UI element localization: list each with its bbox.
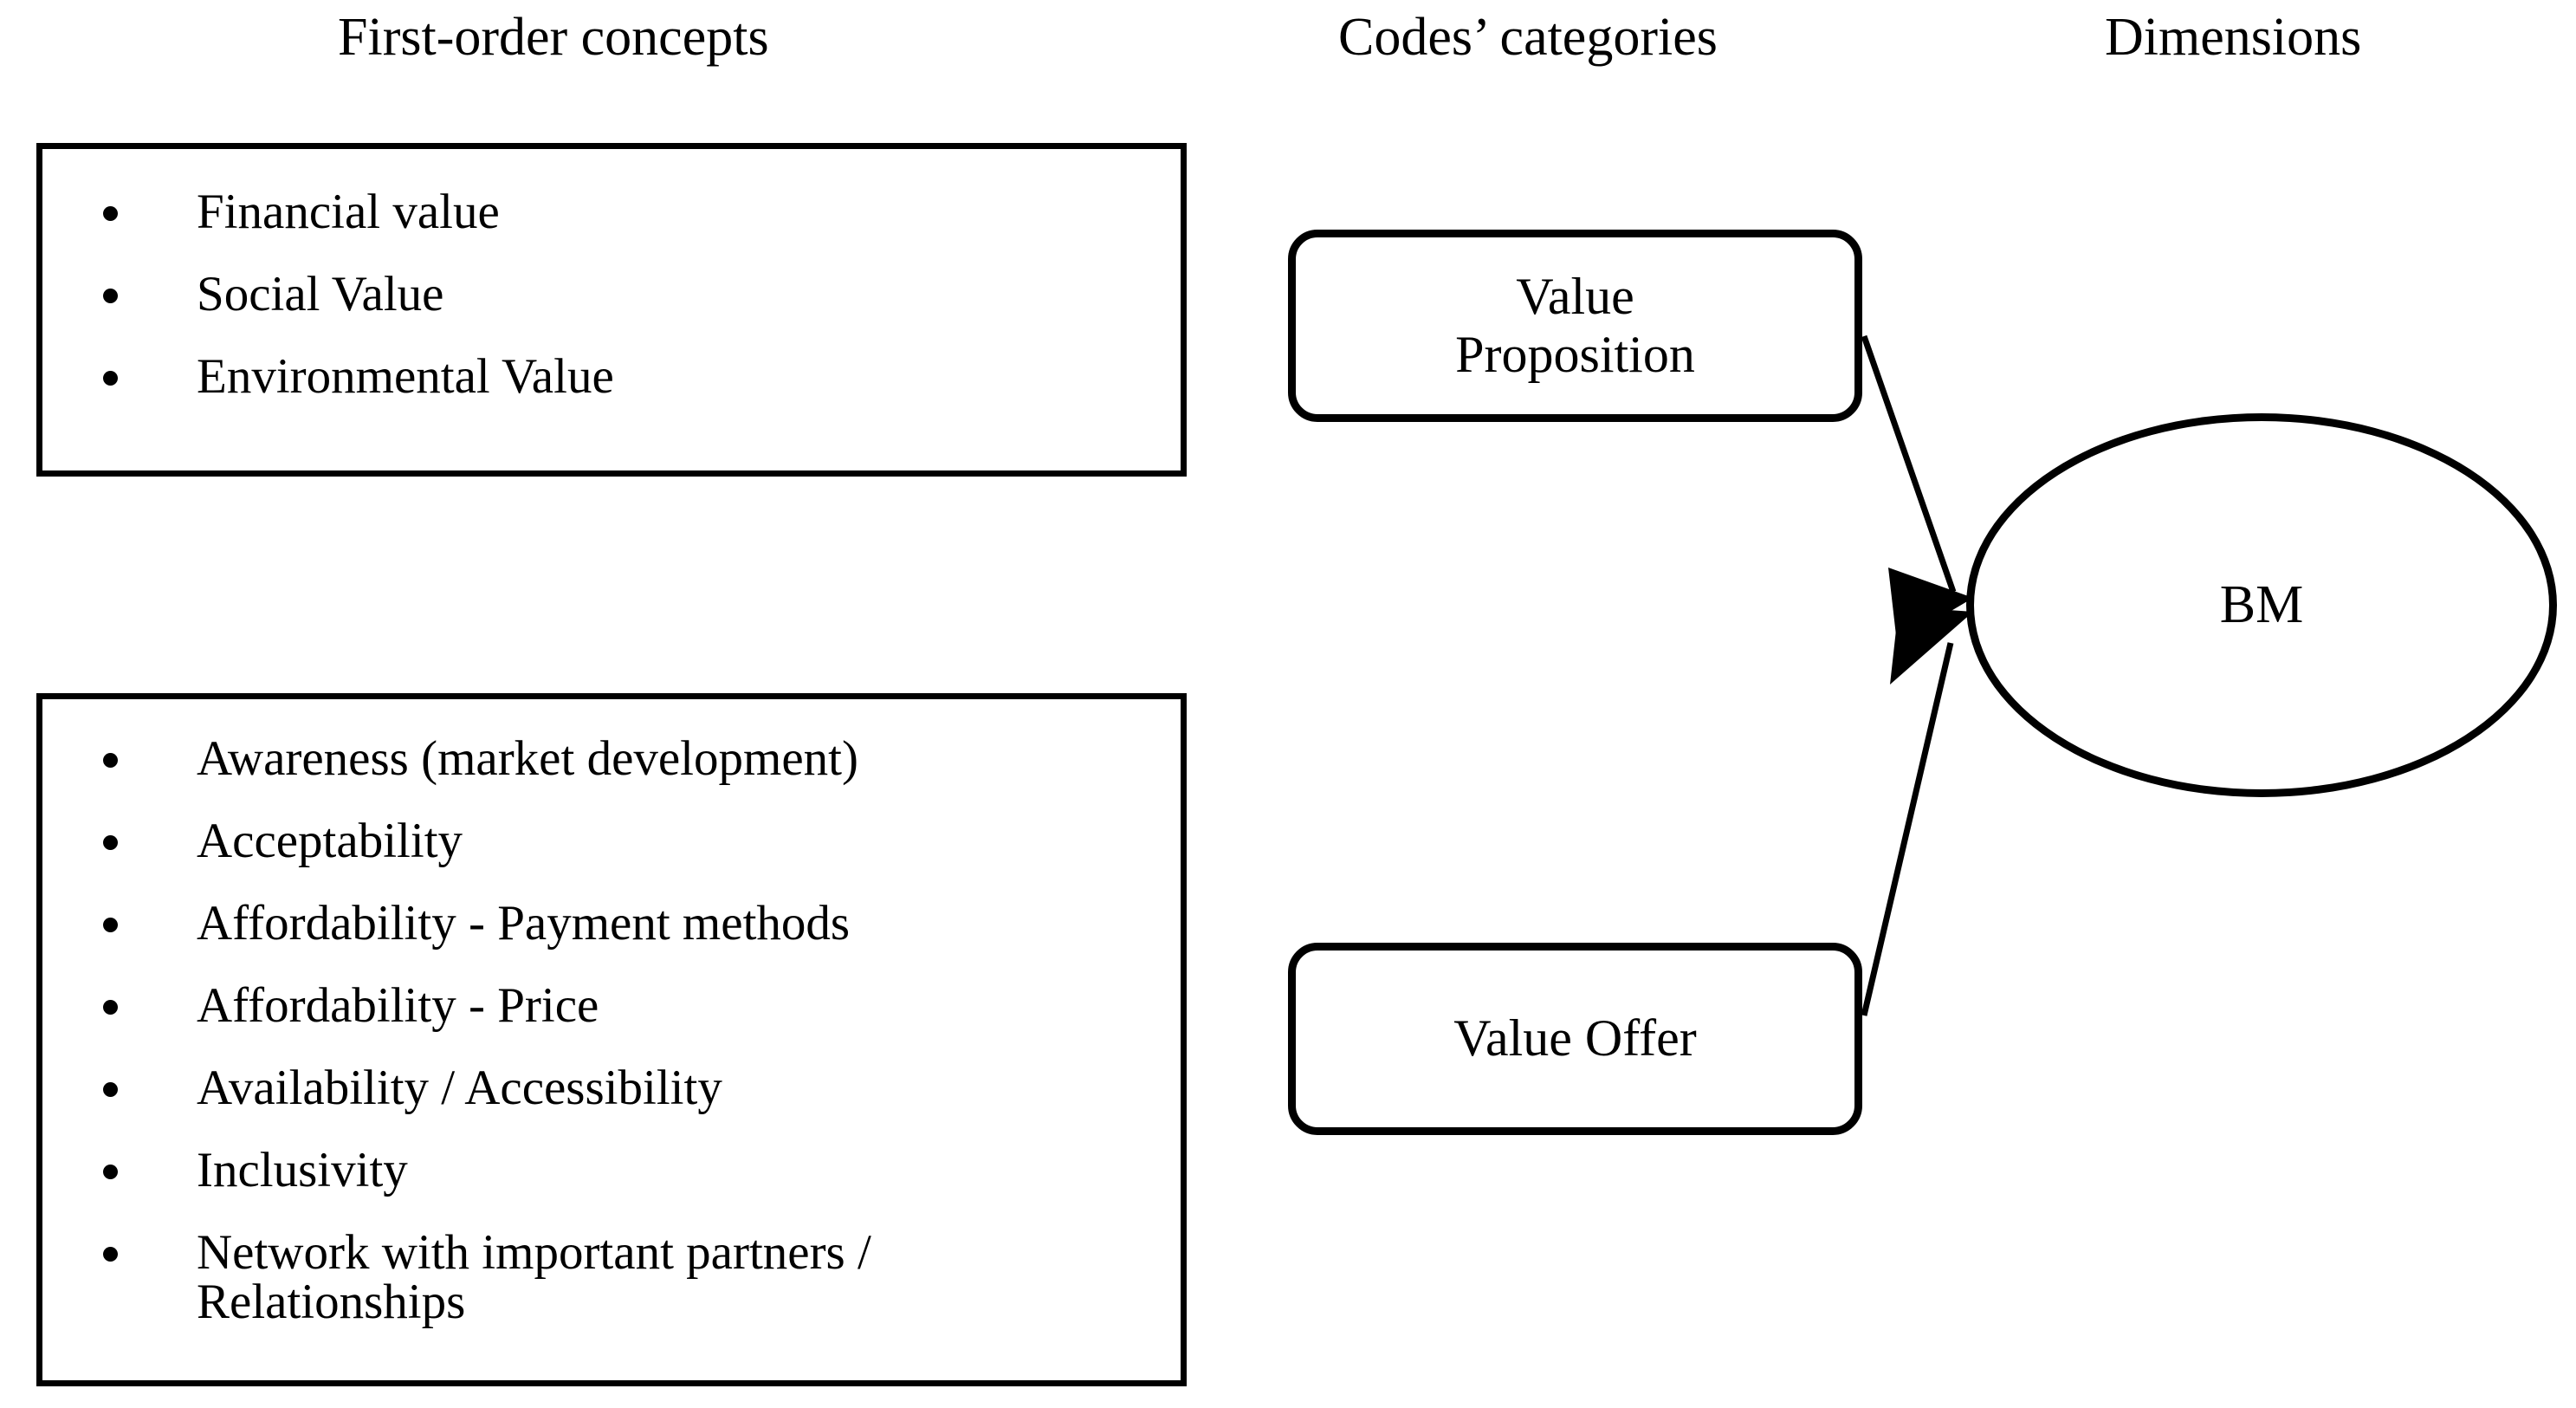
list-item: Social Value <box>94 269 1163 319</box>
list-item: Environmental Value <box>94 352 1163 401</box>
list-item: Acceptability <box>94 816 1163 866</box>
list-item-label: Financial value <box>197 185 500 239</box>
list-item-label: Network with important partners / Relati… <box>197 1225 871 1329</box>
column-header-codes-categories: Codes’ categories <box>1338 8 1718 67</box>
bullet-icon <box>103 1082 118 1097</box>
bullet-icon <box>103 1000 118 1015</box>
category-box-value-proposition: Value Proposition <box>1288 230 1862 422</box>
column-header-first-order-concepts: First-order concepts <box>338 8 769 67</box>
list-item-label: Environmental Value <box>197 349 614 404</box>
bullet-icon <box>103 1165 118 1179</box>
list-item-label: Awareness (market development) <box>197 731 858 786</box>
list-item-label: Affordability - Price <box>197 978 599 1033</box>
first-order-concepts-box-2: Awareness (market development) Acceptabi… <box>36 693 1187 1386</box>
category-label: Value Proposition <box>1455 267 1695 383</box>
connector-line-value-offer-to-bm <box>1861 642 1954 1016</box>
first-order-concepts-box-1: Financial value Social Value Environment… <box>36 143 1187 477</box>
list-item-label: Acceptability <box>197 814 463 868</box>
bullet-icon <box>103 918 118 932</box>
category-label: Value Offer <box>1453 1009 1697 1067</box>
list-item: Awareness (market development) <box>94 734 1163 783</box>
arrowhead-value-offer-to-bm <box>1890 607 1973 685</box>
dimension-label: BM <box>2219 575 2304 634</box>
list-item-label: Inclusivity <box>197 1143 408 1197</box>
dimension-ellipse-bm: BM <box>1966 413 2557 797</box>
bullet-icon <box>103 289 118 303</box>
concept-list-2: Awareness (market development) Acceptabi… <box>94 734 1163 1327</box>
column-header-dimensions: Dimensions <box>2105 8 2362 67</box>
connector-line-value-proposition-to-bm <box>1861 334 1957 594</box>
list-item-label: Social Value <box>197 267 444 321</box>
list-item: Network with important partners / Relati… <box>94 1228 1163 1327</box>
bullet-icon <box>103 835 118 850</box>
list-item: Availability / Accessibility <box>94 1063 1163 1113</box>
list-item-label: Affordability - Payment methods <box>197 896 851 951</box>
category-box-value-offer: Value Offer <box>1288 943 1862 1135</box>
list-item: Financial value <box>94 187 1163 237</box>
list-item: Affordability - Price <box>94 981 1163 1030</box>
list-item: Affordability - Payment methods <box>94 899 1163 948</box>
bullet-icon <box>103 753 118 768</box>
list-item: Inclusivity <box>94 1145 1163 1195</box>
bullet-icon <box>103 206 118 221</box>
arrowhead-value-proposition-to-bm <box>1888 568 1973 643</box>
list-item-label: Availability / Accessibility <box>197 1061 722 1115</box>
concept-list-1: Financial value Social Value Environment… <box>94 187 1163 401</box>
bullet-icon <box>103 371 118 386</box>
bullet-icon <box>103 1247 118 1262</box>
